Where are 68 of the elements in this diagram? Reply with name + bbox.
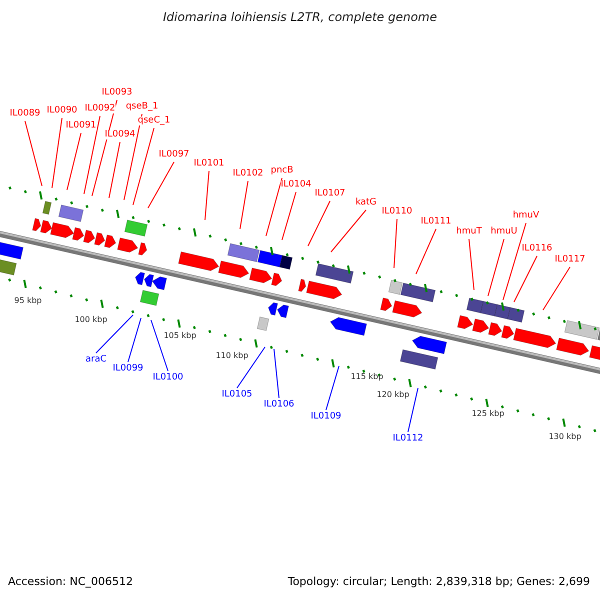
leader-line (502, 222, 526, 300)
leader-line (266, 178, 282, 236)
gene-label: IL0092 (84, 104, 116, 114)
accession-text: Accession: NC_006512 (8, 576, 134, 587)
scale-label: 115 kbp (350, 373, 384, 381)
leader-line (148, 162, 174, 208)
gene-label: qseC_1 (138, 116, 170, 126)
leader-line (330, 210, 366, 252)
scale-label: 125 kbp (472, 410, 504, 418)
gene-label: araC (86, 356, 106, 364)
gene-label: IL0110 (382, 208, 412, 216)
leader-line (282, 192, 296, 240)
leader-line (96, 314, 134, 354)
leader-line (124, 114, 142, 200)
title: Idiomarina loihiensis L2TR, complete genome (163, 11, 437, 23)
leader-line (308, 200, 330, 246)
scale-label: 110 kbp (216, 352, 248, 360)
leader-line (542, 266, 570, 310)
scale-label: 100 kbp (74, 316, 108, 324)
gene-label: IL0097 (158, 150, 190, 160)
gene-label: IL0091 (66, 122, 96, 130)
gene-label: IL0117 (554, 256, 586, 264)
gene-label: IL0100 (152, 374, 184, 382)
leader-line (394, 218, 398, 268)
genome-summary-text: Topology: circular; Length: 2,839,318 bp; Genes: 2,699 (288, 576, 590, 587)
gene-label: IL0102 (232, 170, 264, 178)
leader-line (488, 238, 504, 296)
gene-label: IL0106 (264, 400, 294, 410)
gene-label: IL0105 (222, 390, 252, 400)
gene-label: hmuV (512, 212, 540, 220)
gene-label: IL0109 (310, 412, 342, 422)
gene-label: IL0112 (392, 434, 424, 444)
leader-line (236, 346, 266, 388)
leader-line (274, 348, 280, 398)
leader-line (128, 318, 142, 362)
leader-line (416, 228, 436, 274)
scale-label: 130 kbp (548, 433, 582, 441)
leader-line (240, 180, 248, 230)
gene-label: IL0107 (314, 190, 346, 198)
gene-label: IL0089 (10, 110, 40, 118)
scale-label: 95 kbp (14, 297, 42, 305)
leader-line (468, 238, 474, 290)
leader-line (326, 366, 340, 410)
gene-label: hmuT (456, 228, 482, 236)
gene-label: IL0116 (522, 244, 552, 254)
leader-line (514, 256, 538, 302)
leader-line (84, 116, 100, 194)
leader-line (66, 132, 82, 190)
gene-label: IL0090 (46, 106, 78, 116)
leader-line (150, 320, 168, 372)
scale-label: 105 kbp (164, 332, 196, 340)
leader-line (132, 128, 154, 206)
gene-label: IL0094 (104, 130, 136, 140)
gene-label: IL0093 (102, 88, 132, 98)
leader-line (204, 170, 210, 220)
gene-label: qseB_1 (126, 102, 158, 112)
gene-label: katG (355, 198, 377, 208)
gene-label: IL0101 (194, 160, 224, 168)
leader-line (52, 118, 62, 188)
gene-label: pncB (270, 166, 294, 176)
gene-label: IL0104 (280, 180, 312, 190)
leader-line (24, 120, 42, 186)
leader-line (108, 142, 120, 198)
gene-label: IL0099 (112, 364, 144, 374)
gene-label: IL0111 (420, 218, 452, 226)
scale-label: 120 kbp (376, 391, 410, 399)
gene-label: hmuU (490, 228, 518, 236)
leader-line (408, 388, 418, 432)
